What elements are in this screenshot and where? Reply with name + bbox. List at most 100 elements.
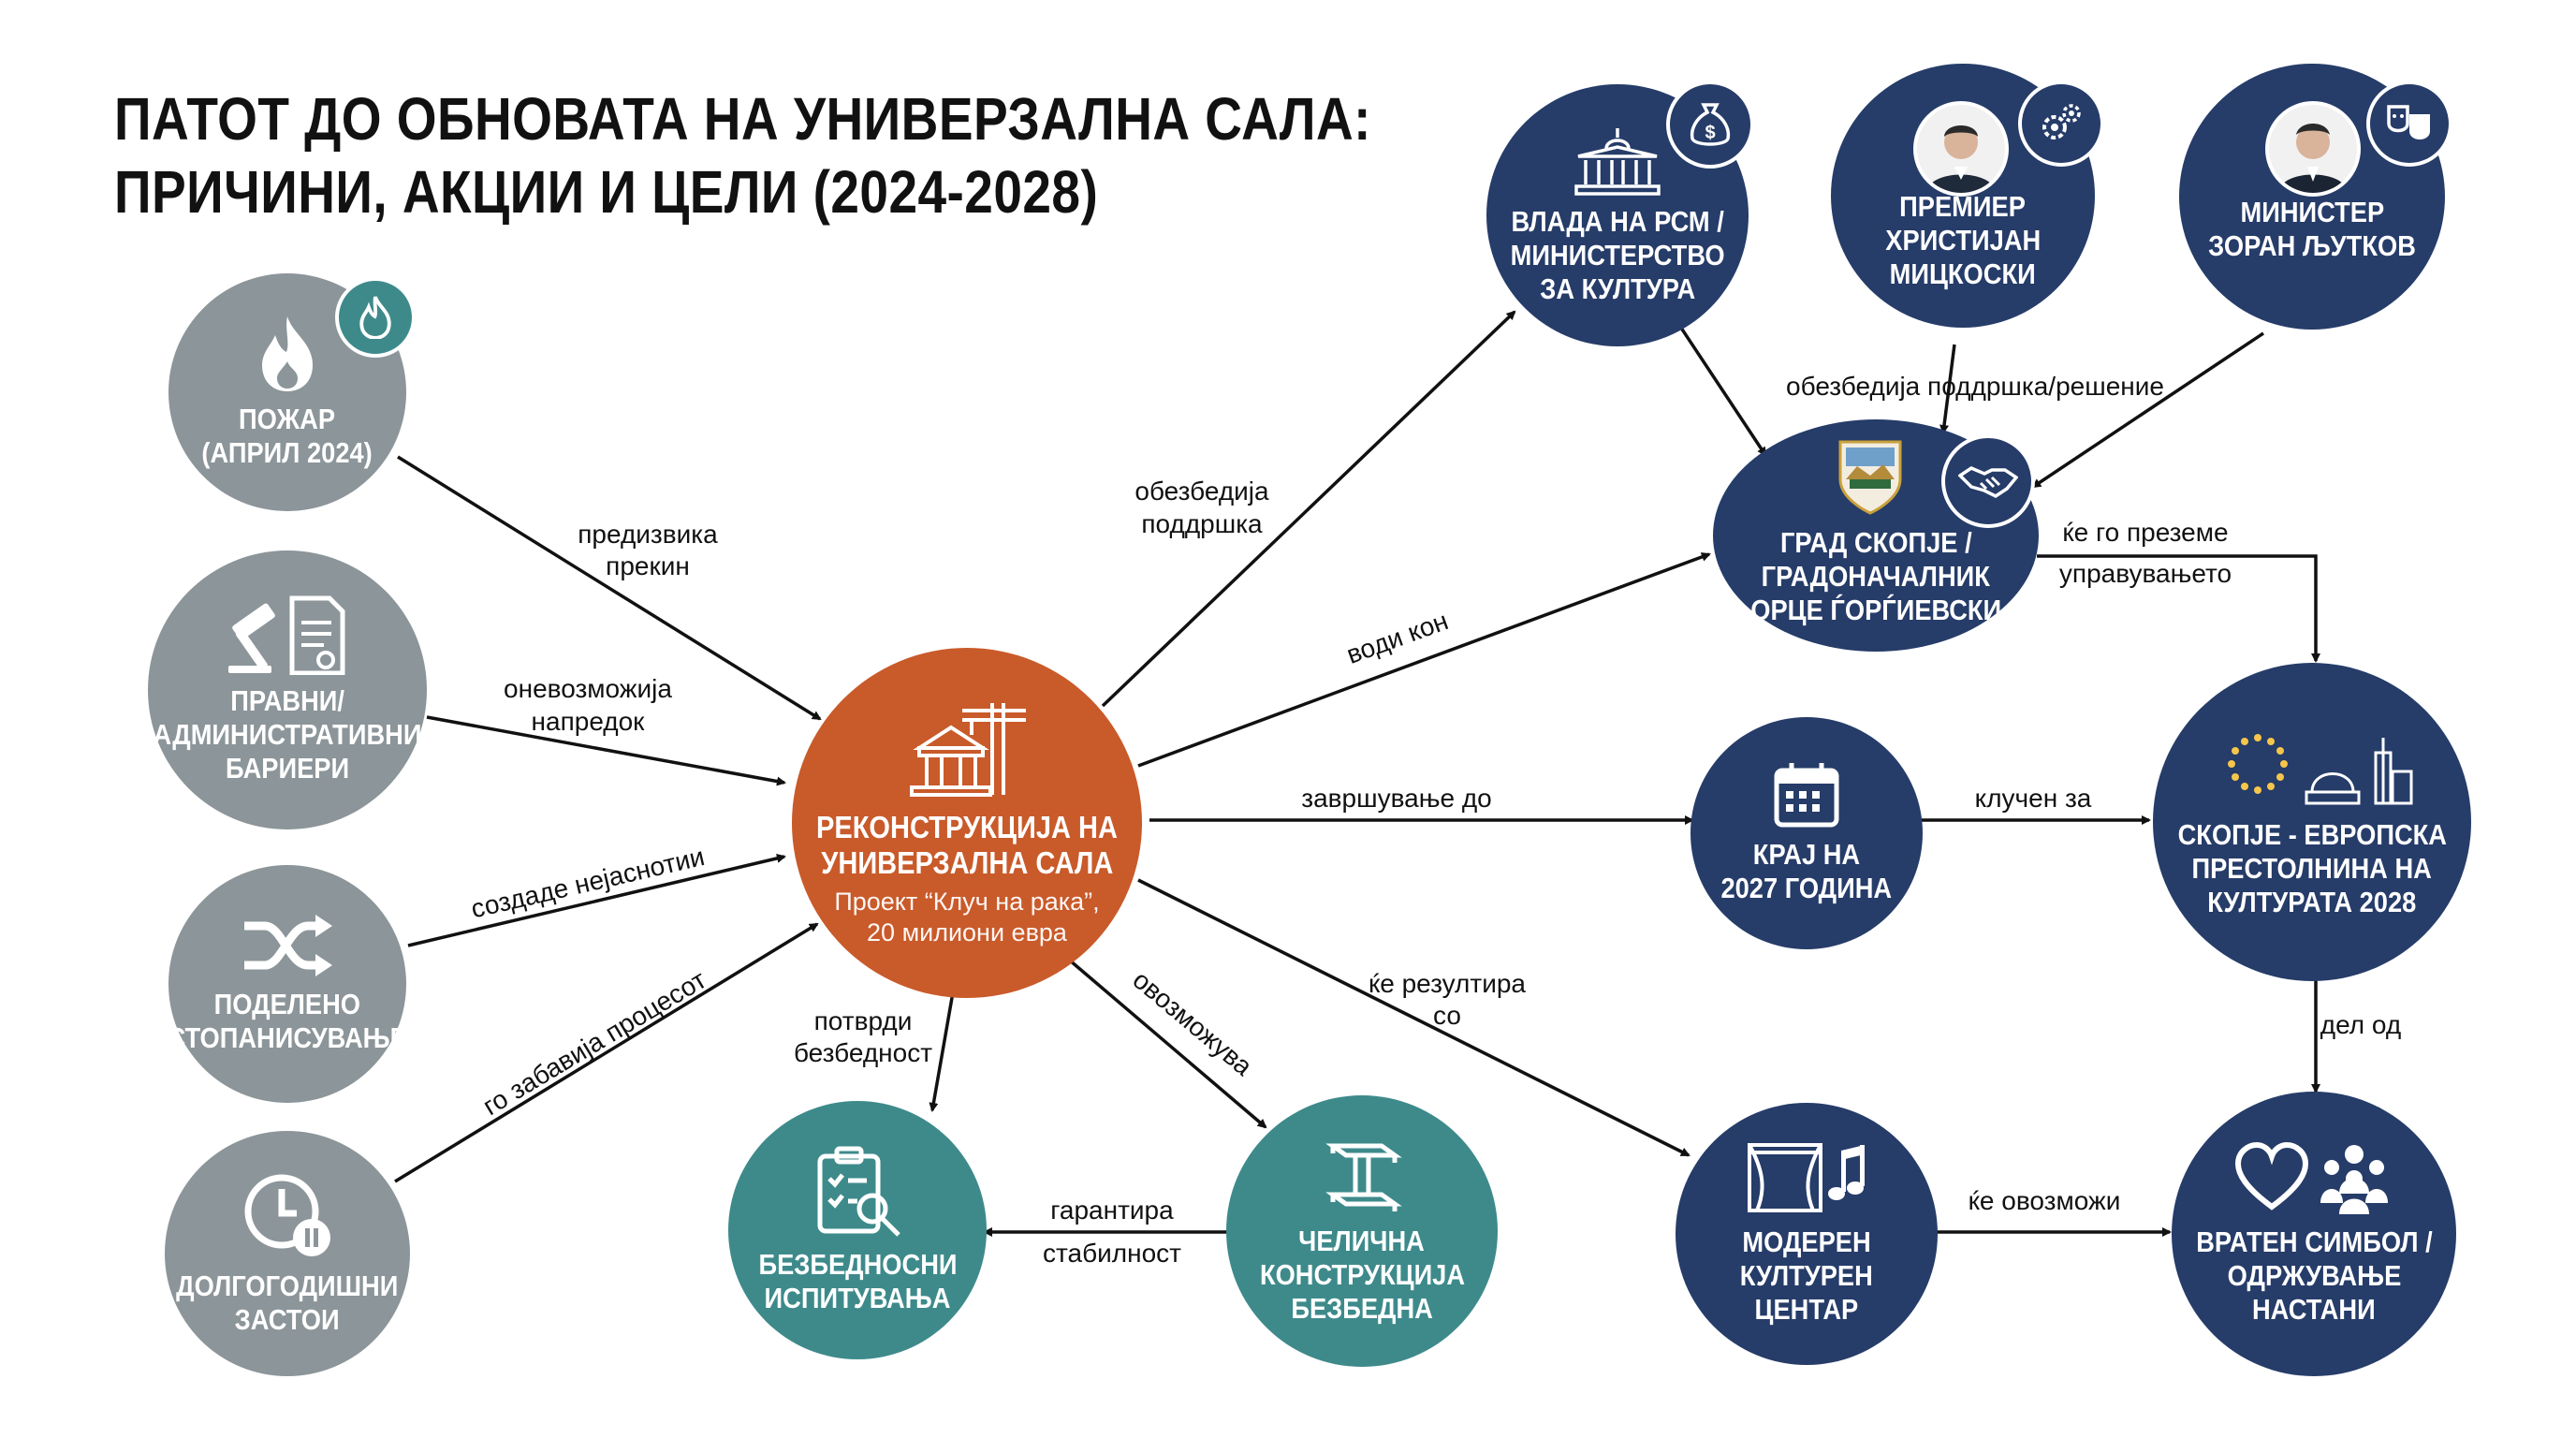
government-building-icon [1574, 128, 1661, 196]
edge-label-city: води кон [1342, 606, 1452, 669]
title-line-1: ПАТОТ ДО ОБНОВАТА НА УНИВЕРЗАЛНА САЛА: [114, 85, 1371, 153]
title-line-2: ПРИЧИНИ, АКЦИИ И ЦЕЛИ (2024-2028) [114, 158, 1099, 226]
edge-label-legal-1: оневозможија [504, 674, 672, 703]
split-label-1: ПОДЕЛЕНО [213, 988, 361, 1020]
page-title: ПАТОТ ДО ОБНОВАТА НА УНИВЕРЗАЛНА САЛА: П… [114, 82, 1576, 228]
edge-split-to-center [407, 853, 786, 947]
eu-stars-icon [2228, 734, 2413, 805]
svg-text:$: $ [1705, 123, 1715, 143]
gov-label-1: ВЛАДА НА РСМ / [1511, 205, 1724, 238]
end2027-label-2: 2027 ГОДИНА [1720, 872, 1893, 904]
edge-label-guar-1: гарантира [1050, 1196, 1174, 1225]
modern-label-3: ЦЕНТАР [1754, 1293, 1859, 1326]
edge-center-to-steel [1061, 953, 1267, 1129]
city-label-3: ОРЦЕ ЃОРЃИЕВСКИ [1750, 594, 2001, 626]
symbol-label-1: ВРАТЕН СИМБОЛ / [2195, 1225, 2433, 1258]
clock-pause-icon [244, 1174, 330, 1256]
modern-label-1: МОДЕРЕН [1742, 1225, 1871, 1258]
minister-photo [2265, 101, 2361, 197]
edge-center-to-gov [1101, 310, 1516, 708]
node-symbol: ВРАТЕН СИМБОЛ / ОДРЖУВАЊЕ НАСТАНИ [2172, 1092, 2456, 1376]
edge-label-modern-1: ќе резултира [1368, 969, 1526, 998]
gears-icon [2018, 81, 2104, 167]
node-split: ПОДЕЛЕНО СТОПАНИСУВАЊЕ [167, 865, 408, 1103]
city-label-1: ГРАД СКОПЈЕ / [1779, 526, 1972, 559]
symbol-label-2: ОДРЖУВАЊЕ [2227, 1259, 2401, 1292]
fire-badge-icon [335, 277, 416, 358]
theater-masks-icon [2366, 81, 2452, 167]
edge-label-tests-1: потврди [814, 1006, 913, 1035]
city-coat-of-arms [1837, 438, 1904, 515]
node-stall: ДОЛГОГОДИШНИ ЗАСТОИ [165, 1131, 410, 1376]
eu-star-ring [2228, 734, 2288, 794]
flame-icon [262, 316, 313, 391]
edge-label-gov-2: поддршка [1141, 509, 1263, 538]
minister-label-1: МИНИСТЕР [2240, 196, 2384, 228]
steel-label-1: ЧЕЛИЧНА [1298, 1225, 1426, 1257]
gov-label-2: МИНИСТЕРСТВО [1510, 239, 1725, 271]
pm-label-3: МИЦКОСКИ [1889, 257, 2037, 290]
tests-label-2: ИСПИТУВАЊА [764, 1282, 951, 1314]
legal-label-2: АДМИНИСТРАТИВНИ [153, 718, 422, 751]
pm-label-2: ХРИСТИЈАН [1885, 224, 2041, 257]
tests-label-1: БЕЗБЕДНОСНИ [757, 1248, 958, 1281]
edge-pm-to-city [1939, 344, 1956, 434]
capital-label-1: СКОПЈЕ - ЕВРОПСКА [2177, 818, 2447, 851]
edge-minister-to-city [2031, 331, 2264, 489]
edge-center-to-tests [929, 991, 955, 1112]
modern-label-2: КУЛТУРЕН [1739, 1259, 1874, 1292]
edge-city-to-capital [2037, 554, 2320, 663]
edge-center-to-city [1137, 552, 1711, 768]
edge-center-to-modern [1137, 878, 1690, 1157]
capital-label-3: КУЛТУРАТА 2028 [2207, 886, 2417, 918]
legal-label-3: БАРИЕРИ [225, 752, 350, 785]
edge-label-fire-1: предизвика [578, 520, 718, 549]
center-label-2: УНИВЕРЗАЛНА САЛА [820, 845, 1114, 880]
node-gov: ВЛАДА НА РСМ / МИНИСТЕРСТВО ЗА КУЛТУРА [1486, 84, 1749, 346]
edge-label-tests-2: безбедност [794, 1038, 932, 1067]
edge-label-enable: ќе овозможи [1969, 1186, 2121, 1215]
shuffle-icon [244, 915, 332, 976]
edge-stall-to-center [394, 922, 819, 1183]
edge-label-modern-2: со [1433, 1001, 1461, 1030]
edge-label-part: дел од [2320, 1010, 2401, 1039]
edge-label-manage-1: ќе го преземе [2062, 518, 2228, 547]
clipboard-search-icon [817, 1146, 900, 1237]
edge-label-manage-2: управувањето [2059, 559, 2232, 588]
node-steel: ЧЕЛИЧНА КОНСТРУКЦИЈА БЕЗБЕДНА [1226, 1095, 1498, 1367]
edge-label-support: обезбедија поддршка/решение [1786, 372, 2164, 401]
center-label-1: РЕКОНСТРУКЦИЈА НА [815, 810, 1118, 844]
end2027-label-1: КРАЈ НА [1752, 838, 1861, 871]
stall-label-2: ЗАСТОИ [235, 1303, 340, 1336]
center-sub-2: 20 милиони евра [867, 918, 1067, 946]
crane-building-icon [910, 703, 1026, 797]
edge-label-gov-1: обезбедија [1134, 477, 1269, 506]
calendar-icon [1774, 763, 1839, 828]
split-label-2: СТОПАНИСУВАЊЕ [167, 1021, 408, 1054]
edge-label-fire-2: прекин [606, 551, 690, 580]
node-center: РЕКОНСТРУКЦИЈА НА УНИВЕРЗАЛНА САЛА Проек… [792, 648, 1142, 998]
node-tests: БЕЗБЕДНОСНИ ИСПИТУВАЊА [728, 1101, 987, 1359]
money-bag-icon: $ [1666, 81, 1754, 169]
stall-label-1: ДОЛГОГОДИШНИ [176, 1269, 399, 1302]
pm-photo [1913, 101, 2009, 197]
fire-label-2: (АПРИЛ 2024) [201, 436, 373, 469]
city-label-2: ГРАДОНАЧАЛНИК [1761, 560, 1991, 593]
node-capital: СКОПЈЕ - ЕВРОПСКА ПРЕСТОЛНИНА НА КУЛТУРА… [2153, 663, 2471, 981]
node-modern: МОДЕРЕН КУЛТУРЕН ЦЕНТАР [1676, 1103, 1938, 1365]
edge-label-guar-2: стабилност [1043, 1239, 1181, 1268]
edge-fire-to-center [397, 455, 822, 721]
steel-label-3: БЕЗБЕДНА [1291, 1292, 1433, 1325]
node-end2027: КРАЈ НА 2027 ГОДИНА [1690, 717, 1923, 949]
handshake-icon [1941, 434, 2035, 528]
edge-label-legal-2: напредок [532, 707, 646, 736]
steel-beam-icon [1325, 1143, 1402, 1211]
minister-label-2: ЗОРАН ЉУТКОВ [2208, 229, 2416, 262]
center-sub-1: Проект “Клуч на рака”, [834, 888, 1100, 916]
edge-label-key: клучен за [1975, 784, 2092, 813]
legal-label-1: ПРАВНИ/ [230, 684, 344, 717]
node-legal: ПРАВНИ/ АДМИНИСТРАТИВНИ БАРИЕРИ [148, 550, 427, 829]
edge-legal-to-center [426, 715, 786, 786]
heart-people-icon [2234, 1141, 2388, 1214]
